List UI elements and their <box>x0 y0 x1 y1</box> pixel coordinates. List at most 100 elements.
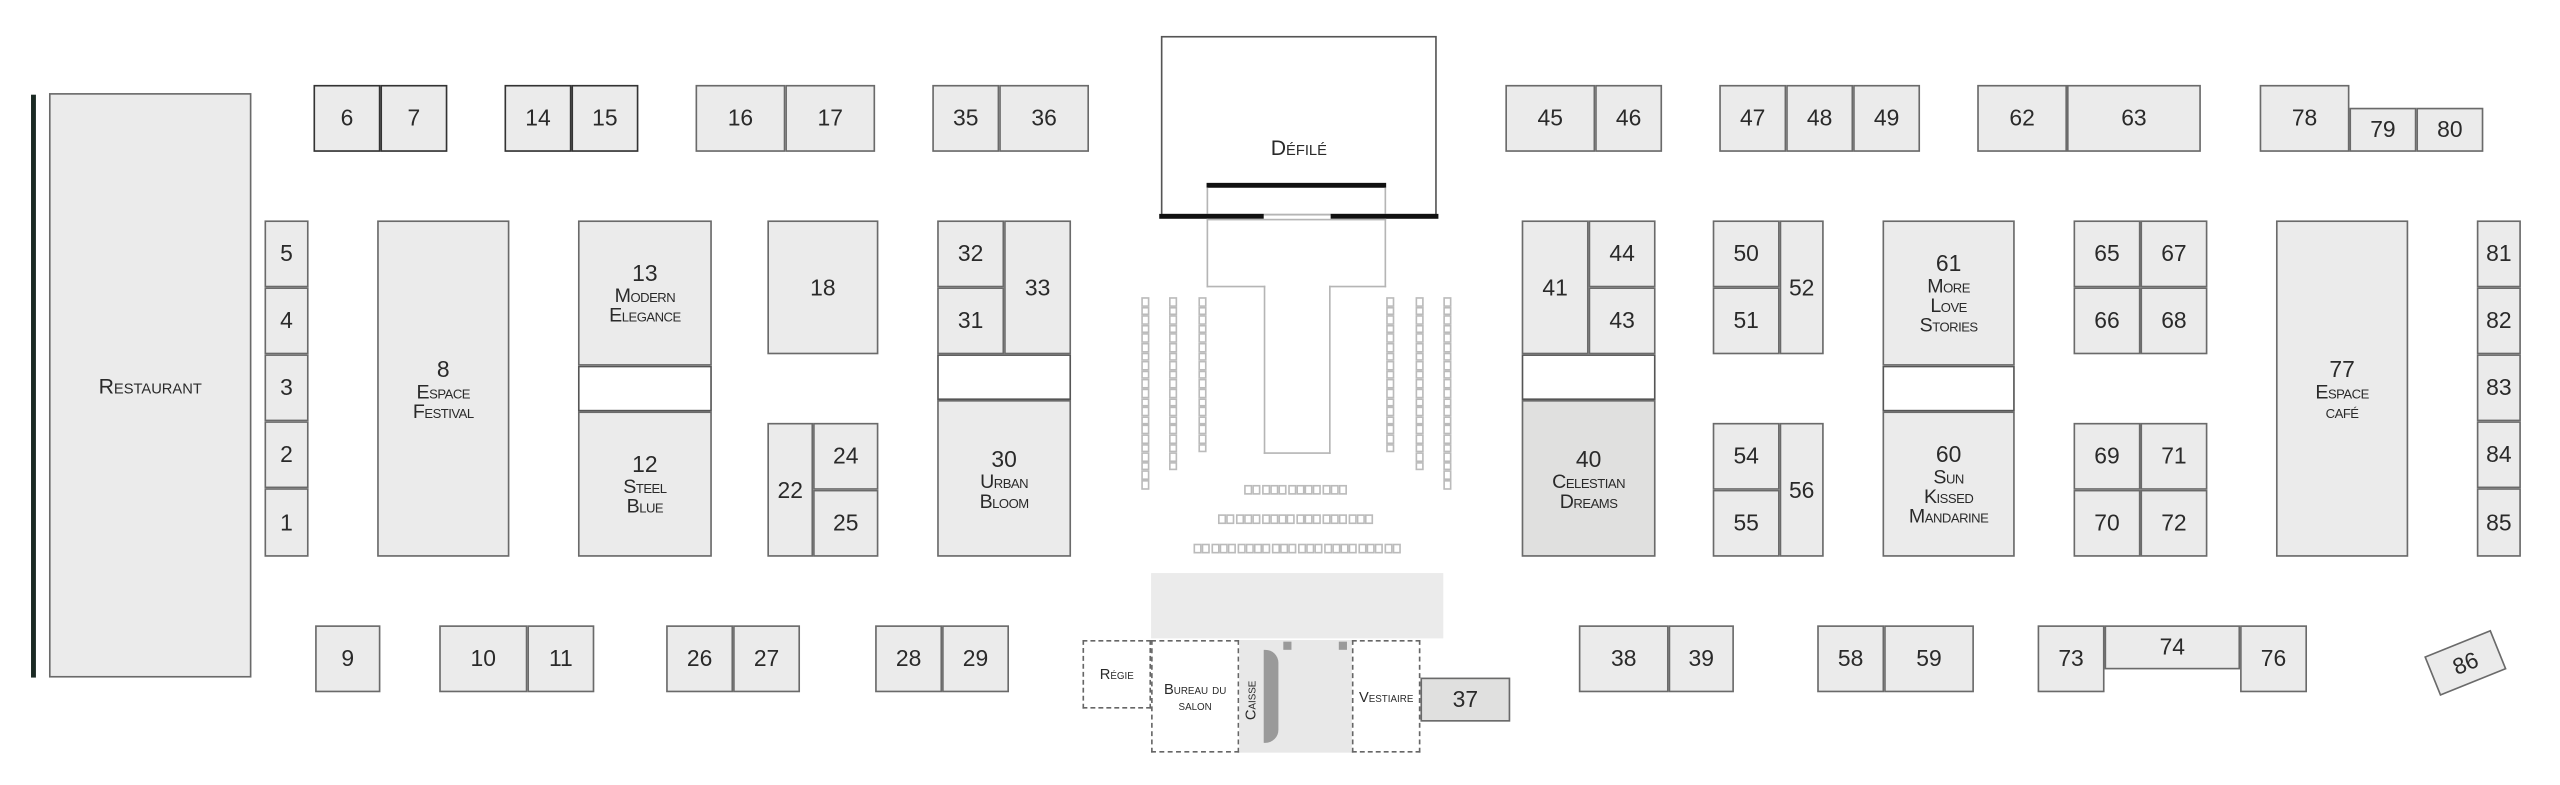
booth-number: 32 <box>957 240 984 267</box>
booth-82[interactable]: 82 <box>2476 287 2521 355</box>
booth-66[interactable]: 66 <box>2073 287 2141 355</box>
booth-37[interactable]: 37 <box>1420 677 1511 722</box>
seat <box>1296 484 1305 494</box>
booth-68[interactable]: 68 <box>2140 287 2208 355</box>
seat <box>1321 514 1330 524</box>
regie-room[interactable]: Régie <box>1082 640 1152 709</box>
seat <box>1443 379 1452 389</box>
booth-2[interactable]: 2 <box>264 421 309 489</box>
vestiaire-room[interactable]: Vestiaire <box>1351 640 1421 753</box>
booth-35[interactable]: 35 <box>932 84 1000 152</box>
booth-69[interactable]: 69 <box>2073 422 2141 490</box>
booth-28[interactable]: 28 <box>875 625 943 693</box>
booth-16[interactable]: 16 <box>695 84 786 152</box>
booth-45[interactable]: 45 <box>1505 84 1596 152</box>
booth-25[interactable]: 25 <box>813 489 879 557</box>
booth-10[interactable]: 10 <box>439 625 528 693</box>
booth-73[interactable]: 73 <box>2037 625 2105 693</box>
seat <box>1415 379 1424 389</box>
booth-51[interactable]: 51 <box>1712 287 1780 355</box>
booth-36[interactable]: 36 <box>999 84 1090 152</box>
booth-15[interactable]: 15 <box>571 84 639 152</box>
booth-80[interactable]: 80 <box>2416 107 2484 152</box>
booth-78[interactable]: 78 <box>2259 84 2350 152</box>
booth-47[interactable]: 47 <box>1719 84 1787 152</box>
booth-27[interactable]: 27 <box>733 625 801 693</box>
seat <box>1366 543 1375 553</box>
seat <box>1245 543 1254 553</box>
booth-24[interactable]: 24 <box>813 422 879 490</box>
seat <box>1356 514 1365 524</box>
booth-5[interactable]: 5 <box>264 220 309 288</box>
booth-70[interactable]: 70 <box>2073 489 2141 557</box>
booth-17[interactable]: 17 <box>785 84 876 152</box>
booth-67[interactable]: 67 <box>2140 220 2208 288</box>
booth-26[interactable]: 26 <box>666 625 734 693</box>
booth-44[interactable]: 44 <box>1588 220 1656 288</box>
booth-62[interactable]: 62 <box>1977 84 2067 152</box>
booth-7[interactable]: 7 <box>380 84 448 152</box>
booth-41[interactable]: 41 <box>1521 220 1589 355</box>
booth-71[interactable]: 71 <box>2140 422 2208 490</box>
seat <box>1443 397 1452 407</box>
booth-83[interactable]: 83 <box>2476 354 2521 422</box>
booth-65[interactable]: 65 <box>2073 220 2141 288</box>
booth-number: 41 <box>1542 273 1568 300</box>
restaurant-area[interactable]: Restaurant <box>48 93 252 678</box>
booth-32[interactable]: 32 <box>937 220 1005 288</box>
booth-46[interactable]: 46 <box>1595 84 1663 152</box>
booth-58[interactable]: 58 <box>1817 625 1885 693</box>
booth-9[interactable]: 9 <box>315 625 381 693</box>
booth-14[interactable]: 14 <box>504 84 572 152</box>
booth-43[interactable]: 43 <box>1588 287 1656 355</box>
booth-39[interactable]: 39 <box>1668 625 1734 693</box>
booth-76[interactable]: 76 <box>2240 625 2308 693</box>
seat <box>1169 324 1178 334</box>
booth-4[interactable]: 4 <box>264 287 309 355</box>
booth-number: 71 <box>2161 442 2187 469</box>
booth-72[interactable]: 72 <box>2140 489 2208 557</box>
booth-56[interactable]: 56 <box>1779 422 1824 557</box>
booth-59[interactable]: 59 <box>1884 625 1974 693</box>
caisse-area[interactable] <box>1239 640 1352 753</box>
booth-81[interactable]: 81 <box>2476 220 2521 288</box>
booth-84[interactable]: 84 <box>2476 421 2521 489</box>
booth-52[interactable]: 52 <box>1779 220 1824 355</box>
booth-74[interactable]: 74 <box>2104 625 2241 670</box>
booth-31[interactable]: 31 <box>937 287 1005 355</box>
booth-number: 61 <box>1935 249 1962 276</box>
booth-3[interactable]: 3 <box>264 354 309 422</box>
booth-79[interactable]: 79 <box>2349 107 2417 152</box>
seat <box>1305 543 1315 553</box>
booth-33[interactable]: 33 <box>1004 220 1072 355</box>
booth-11[interactable]: 11 <box>527 625 595 693</box>
bureau-room[interactable]: Bureau du salon <box>1151 640 1240 753</box>
booth-6[interactable]: 6 <box>313 84 381 152</box>
booth-86[interactable]: 86 <box>2424 629 2507 697</box>
booth-1[interactable]: 1 <box>264 488 309 557</box>
booth-50[interactable]: 50 <box>1712 220 1780 288</box>
booth-49[interactable]: 49 <box>1853 84 1921 152</box>
booth-54[interactable]: 54 <box>1712 422 1780 490</box>
booth-55[interactable]: 55 <box>1712 489 1780 557</box>
booth-63[interactable]: 63 <box>2066 84 2201 152</box>
booth-48[interactable]: 48 <box>1786 84 1854 152</box>
seat <box>1169 397 1178 407</box>
booth-18[interactable]: 18 <box>767 220 879 355</box>
booth-22[interactable]: 22 <box>767 422 814 557</box>
seat <box>1415 324 1424 334</box>
seat <box>1357 543 1367 553</box>
booth-38[interactable]: 38 <box>1578 625 1669 693</box>
booth-29[interactable]: 29 <box>942 625 1010 693</box>
wall <box>31 94 36 678</box>
booth-85[interactable]: 85 <box>2476 488 2521 557</box>
booth-name: Celestian Dreams <box>1552 469 1626 512</box>
